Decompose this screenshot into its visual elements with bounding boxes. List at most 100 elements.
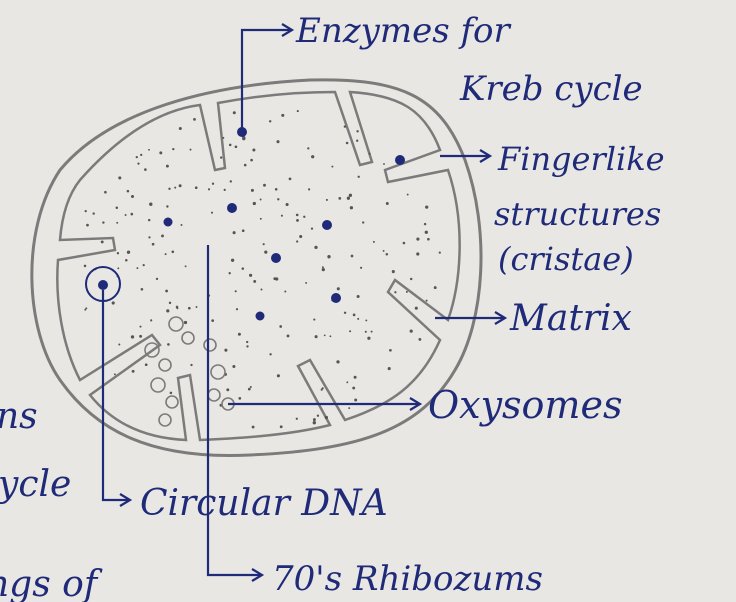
stipple-dot: [261, 289, 263, 291]
stipple-dot: [386, 202, 389, 205]
stipple-dot: [145, 363, 148, 366]
stipple-dot: [383, 163, 385, 165]
stipple-dot: [196, 306, 198, 308]
enzymes-label-line1: Enzymes for: [295, 11, 512, 51]
stipple-dot: [367, 337, 370, 340]
stipple-dot: [349, 194, 352, 197]
stipple-dot: [287, 334, 290, 337]
stipple-dot: [434, 286, 437, 289]
oxysomes-label: Oxysomes: [428, 383, 622, 427]
stipple-dot: [166, 165, 169, 168]
stipple-dot: [236, 308, 238, 310]
stipple-dot: [132, 370, 135, 373]
stipple-dot: [86, 224, 89, 227]
stipple-dot: [165, 253, 167, 255]
stipple-dot: [211, 212, 213, 214]
stipple-dot: [349, 330, 351, 332]
stipple-dot: [321, 389, 323, 391]
stipple-dot: [260, 199, 262, 201]
stipple-dot: [184, 321, 187, 324]
stipple-dot: [347, 197, 350, 200]
stipple-dot: [244, 164, 247, 167]
stipple-dot: [156, 278, 158, 280]
stipple-dot: [165, 290, 168, 293]
stipple-dot: [131, 195, 134, 198]
stipple-dot: [230, 180, 232, 182]
inner-membrane: [57, 92, 459, 440]
stipple-dot: [136, 156, 138, 158]
stipple-dot: [427, 238, 430, 241]
stipple-dot: [388, 367, 391, 370]
stipple-dot: [172, 148, 174, 150]
stipple-dot: [179, 127, 182, 130]
stipple-dot: [415, 307, 418, 310]
stipple-dot: [195, 186, 198, 189]
stipple-dot: [246, 341, 248, 343]
stipple-dot: [181, 224, 183, 226]
stipple-dot: [264, 250, 267, 253]
stipple-dot: [426, 300, 428, 302]
stipple-dot: [350, 206, 353, 209]
stipple-dot: [166, 205, 168, 207]
matrix-label: Matrix: [509, 298, 632, 339]
stipple-dot: [386, 253, 389, 256]
stipple-dot: [299, 235, 302, 238]
stipple-dot: [238, 397, 241, 400]
stipple-dot: [303, 216, 305, 218]
stipple-dot: [85, 307, 87, 309]
stipple-dot: [269, 353, 271, 355]
enzymes-label-line2: Kreb cycle: [459, 69, 643, 109]
stipple-dot: [416, 238, 419, 241]
stipple-dot: [297, 110, 299, 112]
stipple-dot: [235, 145, 238, 148]
stipple-dot: [248, 388, 251, 391]
stipple-dot: [286, 203, 289, 206]
stipple-dot: [211, 319, 214, 322]
stipple-dot: [253, 202, 256, 205]
stipple-dot: [93, 212, 95, 214]
stipple-dot: [410, 278, 412, 280]
stipple-dot: [116, 222, 118, 224]
stipple-dot: [383, 250, 385, 252]
stipple-dot: [139, 335, 142, 338]
stipple-dot: [136, 267, 138, 269]
stipple-dot: [346, 142, 349, 145]
stipple-dot: [351, 255, 354, 258]
enzyme-dots: [98, 127, 405, 321]
stipple-dot: [331, 166, 333, 168]
stipple-dot: [233, 111, 236, 114]
stipple-dot: [275, 188, 278, 191]
stipple-dot: [102, 221, 104, 223]
stipple-dot: [114, 373, 116, 375]
stipple-dot: [324, 334, 326, 336]
stipple-dot: [208, 188, 210, 190]
stipple-dot: [305, 282, 307, 284]
oxysome-particles: [145, 317, 234, 426]
stipple-dot: [231, 259, 234, 262]
stipple-dot: [369, 153, 371, 155]
stipple-dot: [85, 210, 87, 212]
margin-fragment-3: ngs of: [0, 564, 103, 602]
stipple-dot: [346, 381, 348, 383]
stipple-dot: [224, 349, 227, 352]
stipple-dot: [365, 331, 367, 333]
stipple-dot: [439, 252, 441, 254]
stipple-dot: [149, 203, 152, 206]
stipple-dot: [311, 155, 314, 158]
stipple-dot: [357, 318, 359, 320]
stipple-dot: [327, 255, 330, 258]
stipple-dot: [365, 319, 367, 321]
stipple-dot: [152, 243, 155, 246]
stipple-dot: [410, 330, 413, 333]
stipple-dot: [317, 415, 319, 417]
stipple-dot: [371, 331, 373, 333]
stipple-dot: [336, 360, 339, 363]
stipple-dot: [250, 386, 252, 388]
stipple-dot: [338, 197, 341, 200]
stipple-dot: [344, 125, 346, 127]
stipple-dot: [260, 218, 262, 220]
stipple-dot: [193, 118, 196, 121]
stipple-dot: [104, 191, 107, 194]
stipple-dot: [344, 312, 346, 314]
stipple-dot: [190, 149, 192, 151]
